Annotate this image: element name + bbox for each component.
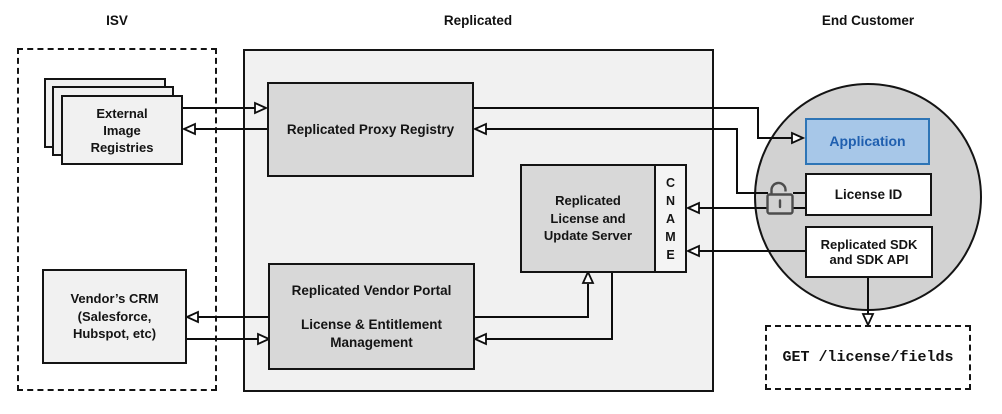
replicated-section-label: Replicated [443,13,513,28]
node-vendor-portal: Replicated Vendor Portal License & Entit… [268,263,475,370]
node-title: Replicated Vendor Portal [291,282,452,298]
node-external-image-registries: External Image Registries [61,95,183,165]
cname-strip: C N A M E [654,166,685,271]
node-label-line: Image [103,122,141,138]
endpoint-label: GET /license/fields [782,349,954,366]
node-label-line: (Salesforce, [77,308,152,324]
cname-letter: A [665,211,676,226]
node-label-line: Registries [90,139,154,155]
node-license-id: License ID [805,173,932,216]
isv-section-container [17,48,217,391]
node-license-update-server: Replicated License and Update Server C N… [520,164,687,273]
node-label-line: License and [550,210,626,226]
node-label-line: Replicated SDK [820,237,918,252]
node-label: License ID [834,186,903,202]
cname-letter: M [665,229,676,244]
end-customer-section-label: End Customer [821,13,915,28]
cname-letter: C [665,175,676,190]
cname-letter: E [666,247,675,262]
node-application: Application [805,118,930,165]
node-label: Replicated Proxy Registry [286,121,455,137]
node-label-line: Hubspot, etc) [72,326,157,342]
node-proxy-registry: Replicated Proxy Registry [267,82,474,177]
node-label-line: Replicated [555,193,621,209]
cname-letter: N [665,193,676,208]
node-label-line: Management [330,334,413,350]
get-license-fields-box: GET /license/fields [765,325,971,390]
node-label-line: License & Entitlement [300,317,443,333]
node-replicated-sdk: Replicated SDK and SDK API [805,226,933,278]
node-label-line: Update Server [543,228,633,244]
node-label-line: and SDK API [829,252,909,267]
isv-section-label: ISV [106,13,128,28]
license-server-body: Replicated License and Update Server [522,166,654,271]
arrowhead [861,313,875,328]
node-label-line: Vendor’s CRM [70,291,159,307]
node-label-line: External [96,105,148,121]
node-label: Application [829,132,906,149]
node-vendors-crm: Vendor’s CRM (Salesforce, Hubspot, etc) [42,269,187,364]
